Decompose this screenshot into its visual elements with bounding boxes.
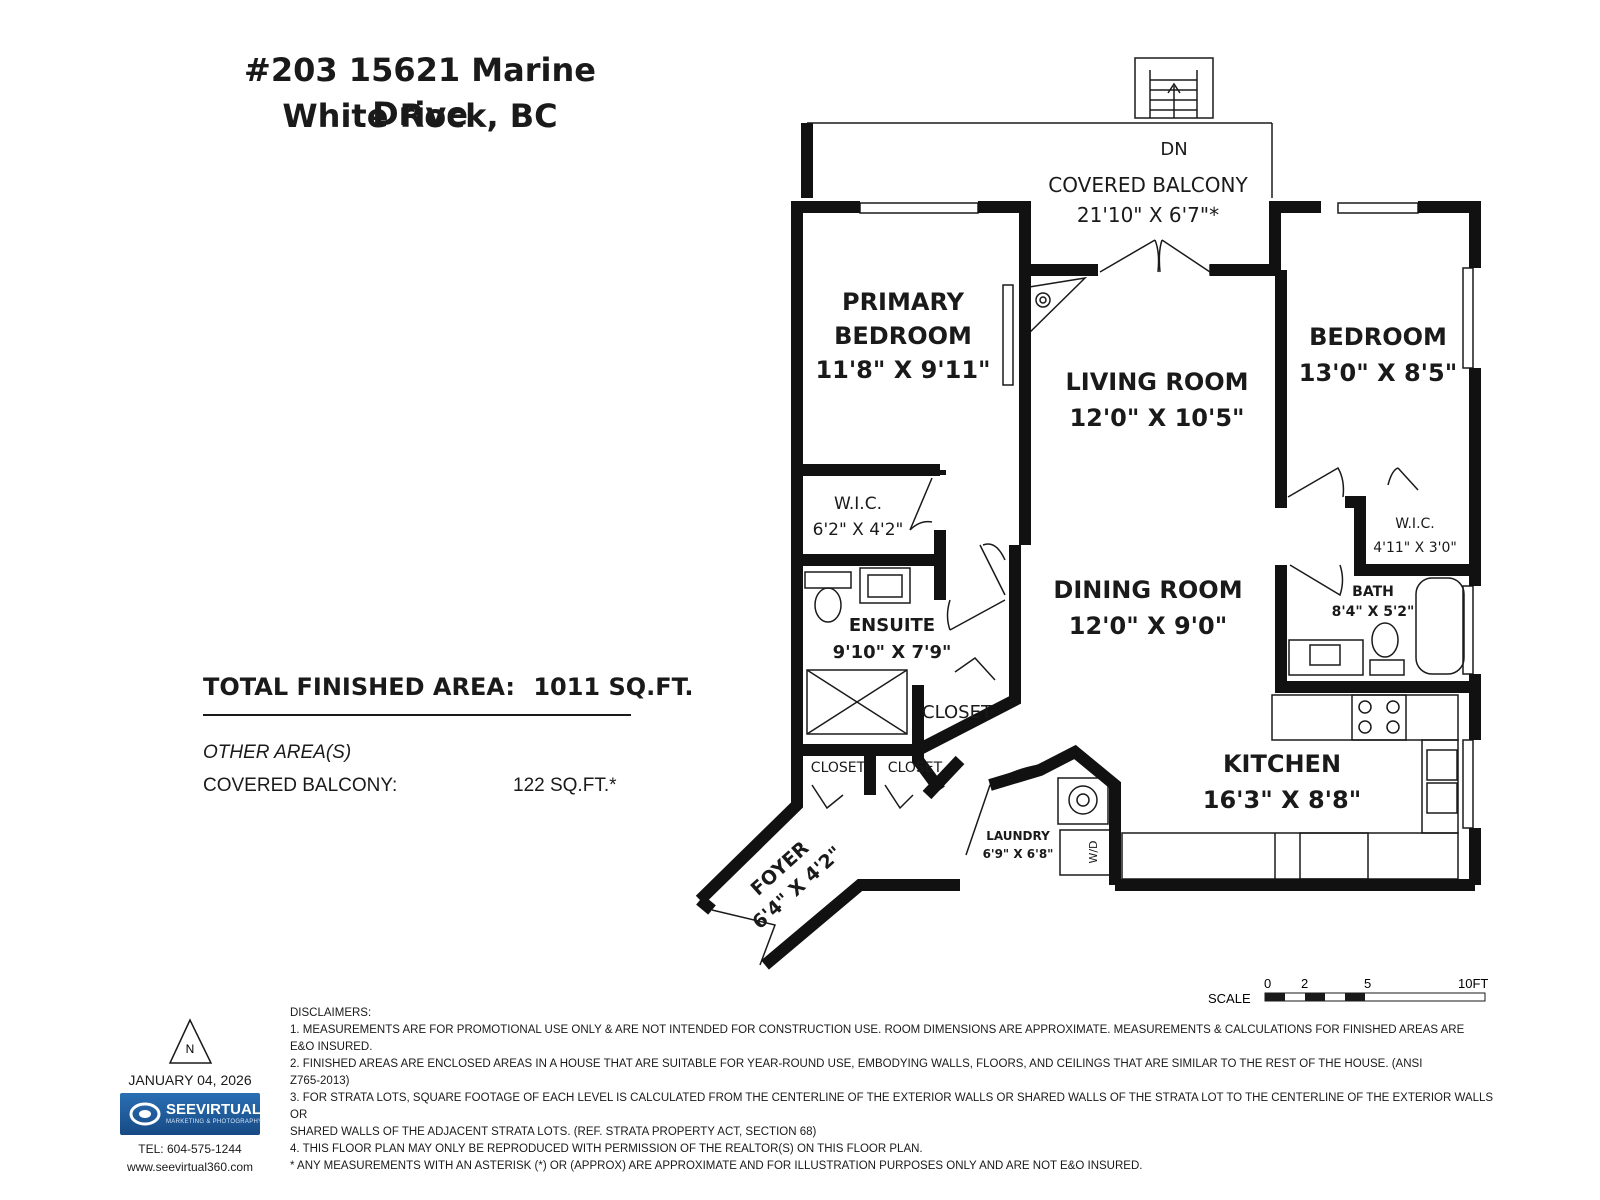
door-swing	[1287, 466, 1345, 498]
dining-room-label: DINING ROOM	[1053, 576, 1242, 604]
disclaimer-line: OR	[290, 1109, 308, 1121]
closet-ensuite-label: CLOSET	[922, 702, 993, 723]
bath-dims: 8'4" X 5'2"	[1332, 604, 1415, 620]
dishwasher	[1299, 832, 1369, 880]
washer-dryer-label: W/D	[1087, 840, 1100, 863]
contact-website: www.seevirtual360.com	[126, 1160, 254, 1174]
bathtub	[1415, 577, 1465, 675]
window	[1462, 267, 1474, 369]
ensuite-dims: 9'10" X 7'9"	[833, 642, 952, 663]
total-area-label: TOTAL FINISHED AREA:	[203, 673, 515, 701]
laundry-dims: 6'9" X 6'8"	[983, 847, 1054, 861]
other-area-value: 122 SQ.FT.*	[513, 775, 617, 796]
toilet-tank	[804, 571, 852, 589]
water-heater	[1057, 777, 1109, 825]
wic-bedroom-label: W.I.C.	[1395, 516, 1435, 532]
door-swing	[711, 909, 777, 966]
balcony-stairs-label: DN	[1160, 139, 1187, 160]
scale-tick-10ft: 10FT	[1458, 976, 1488, 991]
bath-toilet	[1371, 622, 1399, 658]
stove	[1351, 694, 1407, 741]
shower	[806, 669, 908, 735]
floor-plan-walls	[695, 123, 1481, 970]
wic-bedroom-dims: 4'11" X 3'0"	[1373, 540, 1457, 556]
disclaimer-line: * ANY MEASUREMENTS WITH AN ASTERISK (*) …	[290, 1160, 1143, 1172]
door-swing	[954, 657, 996, 681]
logo-subtitle: MARKETING & PHOTOGRAPHY	[166, 1119, 263, 1125]
vanity	[859, 567, 911, 604]
kitchen-lower-counter	[1121, 832, 1459, 880]
other-areas-heading: OTHER AREA(S)	[203, 742, 352, 763]
disclaimer-line: 4. THIS FLOOR PLAN MAY ONLY BE REPRODUCE…	[290, 1143, 923, 1155]
sink	[1426, 782, 1458, 814]
disclaimer-line: 1. MEASUREMENTS ARE FOR PROMOTIONAL USE …	[290, 1024, 1465, 1036]
logo-name: SEEVIRTUAL	[166, 1101, 262, 1118]
disclaimer-line: E&O INSURED.	[290, 1041, 373, 1053]
bedroom-label: BEDROOM	[1309, 323, 1447, 351]
wic-primary-dims: 6'2" X 4'2"	[813, 520, 904, 540]
wic-primary-label: W.I.C.	[834, 494, 882, 514]
kitchen-dims: 16'3" X 8'8"	[1203, 786, 1361, 814]
north-label: N	[186, 1042, 195, 1056]
dining-room-dims: 12'0" X 9'0"	[1069, 612, 1227, 640]
scale-label: SCALE	[1208, 991, 1251, 1006]
total-area: TOTAL FINISHED AREA: 1011 SQ.FT.	[203, 673, 694, 701]
bath-vanity	[1288, 639, 1364, 676]
door-swing	[1387, 467, 1419, 491]
plan-date: JANUARY 04, 2026	[128, 1072, 252, 1088]
ensuite-label: ENSUITE	[849, 615, 935, 636]
primary-bedroom-dims: 11'8" X 9'11"	[815, 356, 990, 384]
primary-bedroom-label-2: BEDROOM	[834, 322, 972, 350]
contact-phone: TEL: 604-575-1244	[138, 1142, 242, 1156]
logo-swirl-icon	[129, 1102, 161, 1126]
door-swing	[946, 599, 1006, 631]
kitchen-label: KITCHEN	[1223, 750, 1341, 778]
window	[1462, 739, 1474, 829]
primary-bedroom-label-1: PRIMARY	[842, 288, 965, 316]
bedroom-dims: 13'0" X 8'5"	[1299, 359, 1457, 387]
closet-foyer-a-label: CLOSET	[811, 760, 866, 776]
washer-dryer	[1059, 829, 1111, 876]
living-room-dims: 12'0" X 10'5"	[1069, 404, 1244, 432]
total-area-value: 1011 SQ.FT.	[533, 673, 694, 701]
disclaimer-line: 3. FOR STRATA LOTS, SQUARE FOOTAGE OF EA…	[290, 1092, 1494, 1104]
disclaimer-line: 2. FINISHED AREAS ARE ENCLOSED AREAS IN …	[290, 1058, 1423, 1070]
floor-plan-fixtures	[711, 57, 1474, 966]
fireplace	[1022, 276, 1088, 339]
north-arrow-icon: N	[168, 1018, 213, 1064]
scale-tick-2: 2	[1301, 976, 1308, 991]
toilet	[814, 587, 842, 623]
sink	[1426, 749, 1458, 781]
address-line-1: #203 15621 Marine Drive	[244, 51, 596, 133]
window	[859, 202, 979, 214]
address-line-2: White Rock, BC	[282, 97, 558, 135]
door-swing	[1289, 564, 1344, 597]
disclaimer-line: Z765-2013)	[290, 1075, 350, 1087]
closet-foyer-b-label: CLOSET	[888, 760, 943, 776]
door-swing	[909, 477, 933, 531]
balcony-dims: 21'10" X 6'7"*	[1077, 203, 1219, 227]
bath-label: BATH	[1352, 584, 1394, 600]
balcony-doors	[1099, 239, 1211, 273]
laundry-label: LAUNDRY	[986, 829, 1050, 843]
living-room-label: LIVING ROOM	[1065, 368, 1248, 396]
disclaimer-line: SHARED WALLS OF THE ADJACENT STRATA LOTS…	[290, 1126, 817, 1138]
closet-door-panel	[1002, 284, 1014, 386]
door-swing	[979, 543, 1006, 596]
other-area-name: COVERED BALCONY:	[203, 775, 398, 796]
window	[1462, 585, 1474, 675]
disclaimer-line: DISCLAIMERS:	[290, 1007, 372, 1019]
total-area-divider	[203, 714, 631, 716]
window	[1337, 202, 1419, 214]
door-swing	[811, 784, 844, 810]
door-swing	[884, 784, 914, 810]
scale-bar: SCALE 0 2 5 10FT	[1208, 976, 1488, 1006]
balcony-label: COVERED BALCONY	[1048, 173, 1248, 197]
scale-tick-0: 0	[1264, 976, 1271, 991]
scale-tick-5: 5	[1364, 976, 1371, 991]
